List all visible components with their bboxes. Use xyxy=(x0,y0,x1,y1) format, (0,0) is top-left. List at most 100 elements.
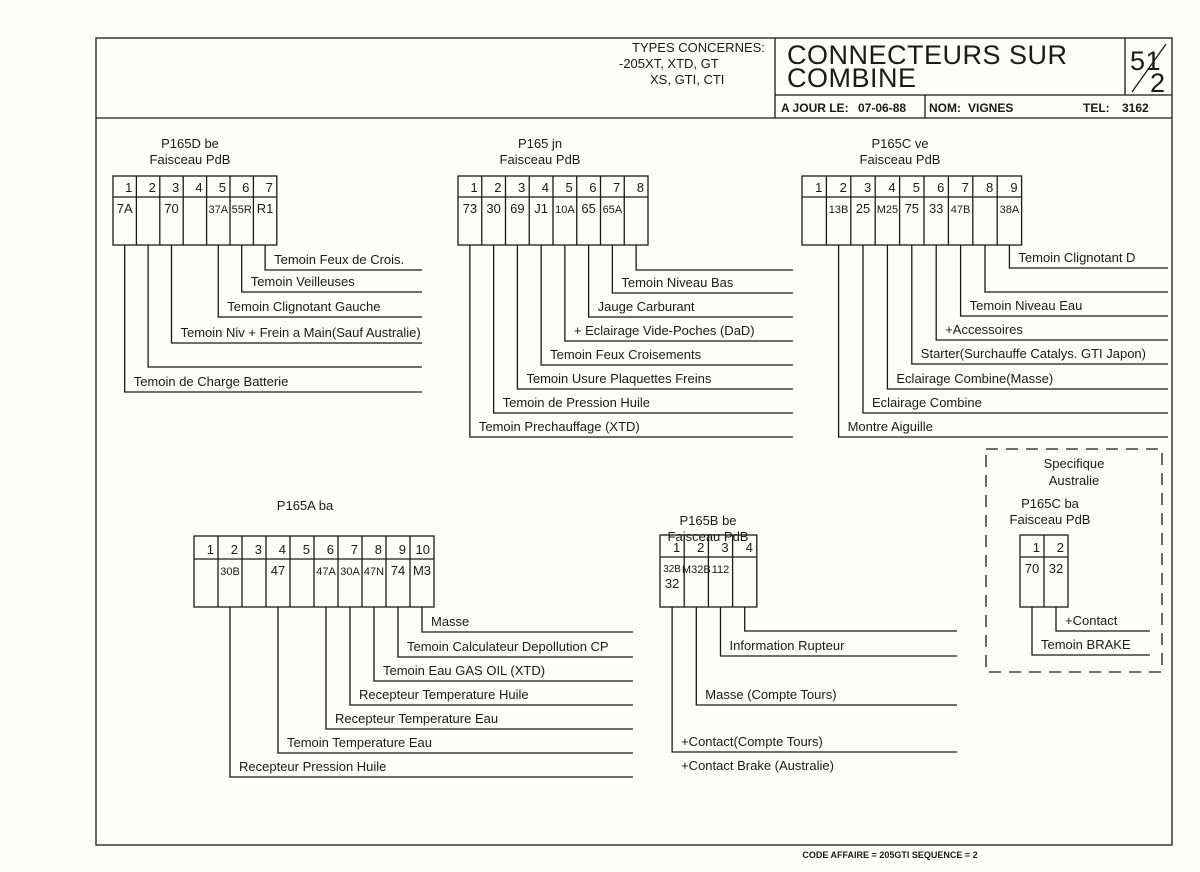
wire-code: 55R xyxy=(232,204,252,216)
wire-line xyxy=(397,607,633,658)
name-label: NOM: xyxy=(929,101,961,115)
wire-line xyxy=(1031,607,1150,656)
connector-subtitle: Faisceau PdB xyxy=(860,152,941,167)
group-title-line1: Specifique xyxy=(1044,456,1105,471)
wire-label: Starter(Surchauffe Catalys. GTI Japon) xyxy=(921,346,1146,361)
wire-label: Eclairage Combine xyxy=(872,395,982,410)
wire-line xyxy=(935,245,1168,341)
wire-line xyxy=(373,607,633,682)
wire-line xyxy=(695,607,957,706)
wire-code: 30B xyxy=(220,566,240,578)
pin-number: 5 xyxy=(566,180,573,195)
wire-label: Masse (Compte Tours) xyxy=(705,687,836,702)
date-label: A JOUR LE: xyxy=(781,101,849,115)
pin-number: 4 xyxy=(195,180,202,195)
wire-label: Temoin Temperature Eau xyxy=(287,735,432,750)
pin-number: 4 xyxy=(542,180,549,195)
wire-line xyxy=(147,245,422,368)
wire-code: 38A xyxy=(1000,204,1020,216)
wire-label: Temoin de Charge Batterie xyxy=(134,374,289,389)
wire-code: 10A xyxy=(555,204,575,216)
wire-code: 70 xyxy=(164,201,178,216)
wire-line xyxy=(911,245,1168,365)
connector-body xyxy=(112,175,278,246)
pin-number: 3 xyxy=(864,180,871,195)
pin-number: 6 xyxy=(327,542,334,557)
tel-value: 3162 xyxy=(1122,101,1149,115)
pin-number: 10 xyxy=(416,542,430,557)
wire-code: J1 xyxy=(534,201,548,216)
page-total: 2 xyxy=(1150,68,1166,98)
wire-label: Temoin Niveau Eau xyxy=(970,298,1083,313)
wire-line xyxy=(516,245,793,390)
wire-line xyxy=(349,607,633,706)
wire-code: 13B xyxy=(829,204,849,216)
name-value: VIGNES xyxy=(968,101,1013,115)
wire-label: Temoin Clignotant D xyxy=(1018,250,1135,265)
sheet-title-line2: COMBINE xyxy=(787,63,917,93)
wire-code: M25 xyxy=(877,204,898,216)
pin-number: 3 xyxy=(721,540,728,555)
sheet-frame xyxy=(95,37,1173,846)
wire-label: Temoin Veilleuses xyxy=(251,274,356,289)
wire-label: +Accessoires xyxy=(945,322,1023,337)
wire-label: Temoin Prechauffage (XTD) xyxy=(479,419,640,434)
wire-line xyxy=(611,245,793,294)
wire-label: +Contact xyxy=(1065,613,1118,628)
pin-number: 7 xyxy=(613,180,620,195)
wire-label: Montre Aiguille xyxy=(848,419,933,434)
wire-line xyxy=(277,607,633,754)
wire-code: 47B xyxy=(951,204,971,216)
wire-line xyxy=(1008,245,1168,269)
pin-number: 5 xyxy=(303,542,310,557)
wire-line xyxy=(959,245,1168,317)
wire-label-below: +Contact Brake (Australie) xyxy=(681,758,834,773)
wire-code: 37A xyxy=(209,204,229,216)
group-title-line2: Australie xyxy=(1049,473,1100,488)
pin-number: 1 xyxy=(1033,540,1040,555)
wire-code: 32 xyxy=(665,576,679,591)
wire-label: Recepteur Temperature Eau xyxy=(335,711,498,726)
wire-label: Jauge Carburant xyxy=(598,299,695,314)
pin-number: 5 xyxy=(913,180,920,195)
wire-label: + Eclairage Vide-Poches (DaD) xyxy=(574,323,755,338)
wire-code: 25 xyxy=(856,201,870,216)
wire-label: Temoin Calculateur Depollution CP xyxy=(407,639,609,654)
connector-subtitle: Faisceau PdB xyxy=(500,152,581,167)
pin-number: 5 xyxy=(219,180,226,195)
wire-code: 32B xyxy=(663,564,681,575)
wire-line xyxy=(540,245,793,366)
wire-line xyxy=(1055,607,1150,632)
wire-line xyxy=(469,245,793,438)
pin-number: 3 xyxy=(518,180,525,195)
wire-code: 30A xyxy=(340,566,360,578)
wire-label: Temoin Niv + Frein a Main(Sauf Australie… xyxy=(181,325,421,340)
pin-number: 6 xyxy=(937,180,944,195)
wire-line xyxy=(421,607,633,633)
wire-code: 75 xyxy=(905,201,919,216)
connector-title: P165D be xyxy=(161,136,219,151)
wire-line xyxy=(564,245,793,342)
connector-title: P165C ba xyxy=(1021,496,1080,511)
pin-number: 8 xyxy=(637,180,644,195)
pin-number: 1 xyxy=(815,180,822,195)
wire-label: +Contact(Compte Tours) xyxy=(681,734,823,749)
wire-code: 73 xyxy=(463,201,477,216)
wire-line xyxy=(264,245,422,271)
pin-number: 7 xyxy=(351,542,358,557)
wire-line xyxy=(217,245,422,318)
wire-code: 112 xyxy=(712,564,730,576)
pin-number: 2 xyxy=(840,180,847,195)
pin-number: 6 xyxy=(242,180,249,195)
wire-line xyxy=(984,245,1168,293)
pin-number: 7 xyxy=(266,180,273,195)
types-heading: TYPES CONCERNES: xyxy=(632,40,765,55)
wire-line xyxy=(886,245,1168,390)
connector-subtitle: Faisceau PdB xyxy=(1010,512,1091,527)
wire-label: Recepteur Temperature Huile xyxy=(359,687,529,702)
pin-number: 3 xyxy=(172,180,179,195)
